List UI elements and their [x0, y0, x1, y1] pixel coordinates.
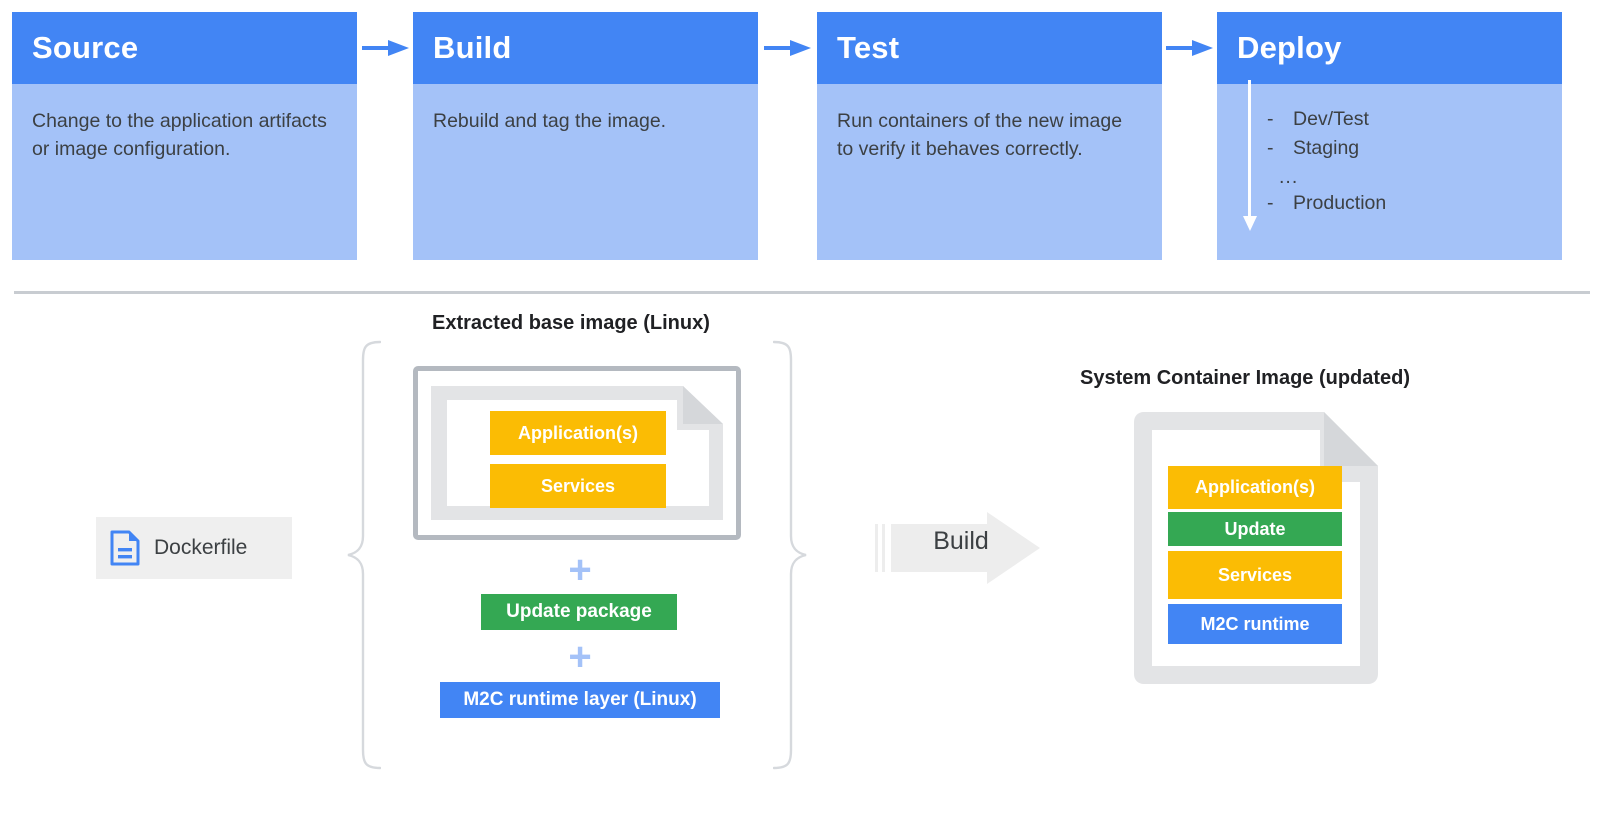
list-bullet: -	[1267, 137, 1274, 159]
arrow-head	[1192, 40, 1213, 56]
arrow-right-icon	[764, 40, 812, 56]
update-package-bar: Update package	[481, 594, 677, 630]
curly-brace-left-icon	[347, 340, 381, 770]
stage-title: Deploy	[1237, 30, 1342, 65]
plus-icon: +	[568, 548, 592, 592]
deploy-environment-list: - Dev/Test - Staging ... - Production	[1237, 102, 1540, 221]
m2c-runtime-layer-bar: M2C runtime layer (Linux)	[440, 682, 720, 718]
section-divider	[14, 291, 1590, 294]
arrow-head	[790, 40, 811, 56]
pipeline-stage-source: Source Change to the application artifac…	[12, 12, 357, 260]
result-layer-update: Update	[1168, 512, 1342, 546]
list-item: - Dev/Test	[1237, 108, 1540, 137]
curly-brace-right-icon	[773, 340, 807, 770]
list-item-label: Staging	[1293, 137, 1360, 159]
system-container-image-document-icon	[1134, 412, 1378, 684]
list-item: - Staging	[1237, 137, 1540, 166]
stage-description: Rebuild and tag the image.	[433, 110, 667, 132]
list-item: - Production	[1237, 192, 1540, 221]
arrow-head	[388, 40, 409, 56]
layer-bar-services: Services	[490, 464, 666, 508]
dockerfile-chip[interactable]: Dockerfile	[96, 517, 292, 579]
arrow-head	[1243, 216, 1257, 231]
build-arrow-label: Build	[933, 527, 989, 555]
stage-header: Source	[12, 12, 357, 84]
stage-header: Build	[413, 12, 758, 84]
stage-body: Rebuild and tag the image.	[413, 84, 758, 260]
m2c-runtime-layer-label: M2C runtime layer (Linux)	[463, 689, 697, 710]
pipeline-stage-deploy: Deploy - Dev/Test - Staging ... - Produc…	[1217, 12, 1562, 260]
result-layer-m2c-runtime: M2C runtime	[1168, 604, 1342, 644]
layer-label: Application(s)	[1195, 477, 1315, 497]
arrow-right-thick-icon	[875, 512, 1040, 584]
layer-label: Application(s)	[518, 422, 638, 443]
pipeline-stage-test: Test Run containers of the new image to …	[817, 12, 1162, 260]
arrow-down-icon	[1243, 80, 1257, 232]
pipeline-stage-build: Build Rebuild and tag the image.	[413, 12, 758, 260]
extracted-base-image-label: Extracted base image (Linux)	[432, 312, 710, 334]
arrow-shaft	[1248, 80, 1251, 220]
arrow-shaft	[764, 46, 794, 50]
update-package-label: Update package	[506, 601, 652, 622]
list-ellipsis: ...	[1279, 166, 1299, 188]
stage-header: Deploy	[1217, 12, 1562, 84]
list-bullet: -	[1267, 108, 1274, 130]
layer-label: Update	[1224, 518, 1286, 539]
layer-label: Services	[540, 475, 616, 496]
stage-description: Change to the application artifacts or i…	[32, 110, 327, 160]
stage-title: Source	[32, 30, 139, 65]
list-bullet: -	[1267, 192, 1274, 214]
stage-body: - Dev/Test - Staging ... - Production	[1217, 84, 1562, 260]
stage-title: Build	[433, 30, 512, 65]
layer-label: M2C runtime	[1200, 613, 1310, 634]
dockerfile-label: Dockerfile	[154, 536, 248, 559]
arrow-shaft	[362, 46, 392, 50]
system-container-image-label: System Container Image (updated)	[1080, 367, 1411, 389]
stage-title: Test	[837, 30, 900, 65]
list-item-label: Production	[1293, 192, 1387, 214]
arrow-right-icon	[362, 40, 410, 56]
layer-label: Services	[1217, 564, 1293, 585]
layer-bar-applications: Application(s)	[490, 411, 666, 455]
extracted-base-image-frame	[413, 366, 741, 540]
document-icon	[110, 530, 140, 566]
stage-body: Run containers of the new image to verif…	[817, 84, 1162, 260]
plus-icon: +	[568, 635, 592, 679]
result-layer-services: Services	[1168, 551, 1342, 599]
stage-body: Change to the application artifacts or i…	[12, 84, 357, 260]
arrow-right-icon	[1166, 40, 1214, 56]
list-item-label: Dev/Test	[1293, 108, 1369, 130]
arrow-shaft	[1166, 46, 1196, 50]
stage-header: Test	[817, 12, 1162, 84]
stage-description: Run containers of the new image to verif…	[837, 110, 1123, 160]
result-layer-applications: Application(s)	[1168, 466, 1342, 509]
